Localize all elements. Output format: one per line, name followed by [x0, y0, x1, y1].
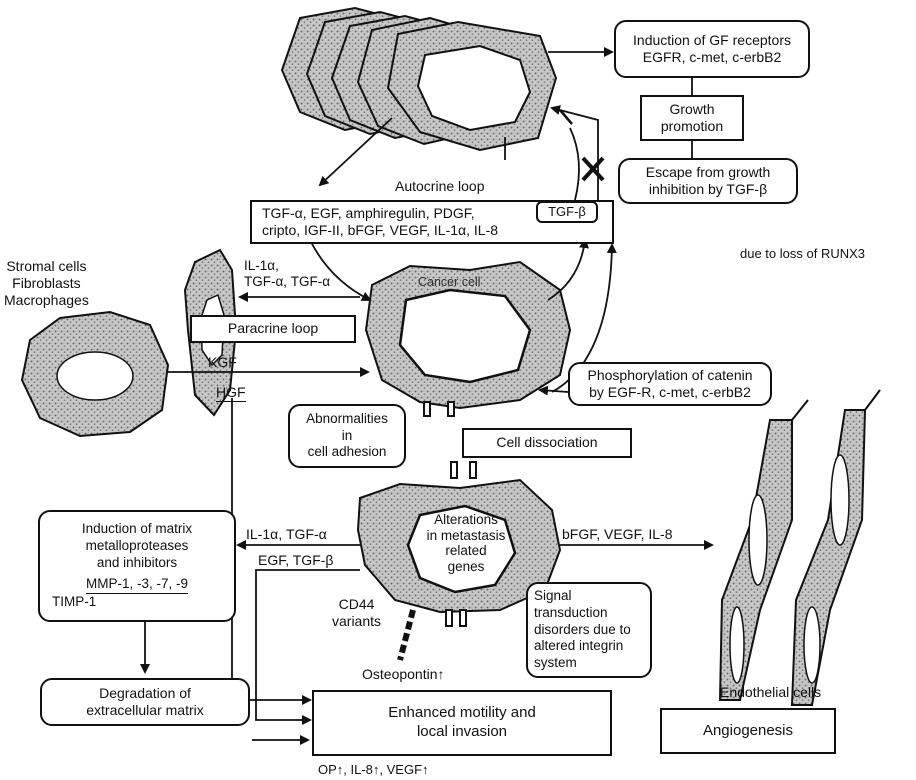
gf-receptors-line2: EGFR, c-met, c-erbB2 [643, 49, 781, 67]
endothelial-label: Endothelial cells [720, 684, 821, 701]
signal-line3: disorders due to [534, 622, 631, 639]
phospho-line1: Phosphorylation of catenin [588, 367, 753, 385]
factors-line1: TGF-α, EGF, amphiregulin, PDGF, [262, 205, 475, 223]
adhesion-abnormalities-box: Abnormalities in cell adhesion [288, 404, 406, 468]
factors-line2: cripto, IGF-II, bFGF, VEGF, IL-1α, IL-8 [262, 222, 498, 240]
paracrine-loop-box: Paracrine loop [190, 315, 356, 343]
phospho-line2: by EGF-R, c-met, c-erbB2 [589, 384, 751, 402]
right-output-label: bFGF, VEGF, IL-8 [562, 526, 672, 543]
autocrine-loop-label: Autocrine loop [395, 178, 485, 195]
dissociation-text: Cell dissociation [496, 434, 597, 452]
motility-line2: local invasion [417, 723, 507, 742]
egf-tgfb-label: EGF, TGF-β [258, 552, 333, 569]
stromal-line1: Stromal cells [4, 258, 89, 275]
meta-line1: Alterations [418, 512, 514, 528]
paracrine-factors-label: IL-1α, TGF-α, TGF-α [244, 258, 330, 290]
growth-line1: Growth [669, 101, 714, 119]
il1-line1: IL-1α, [244, 258, 330, 274]
cd44-label: CD44 variants [332, 596, 381, 630]
kgf-label: KGF [208, 354, 237, 371]
metastasis-genes-label: Alterations in metastasis related genes [418, 512, 514, 574]
meta-line4: genes [418, 559, 514, 575]
catenin-phosphorylation-box: Phosphorylation of catenin by EGF-R, c-m… [568, 362, 772, 406]
growth-line2: promotion [661, 118, 723, 136]
meta-line2: in metastasis [418, 528, 514, 544]
growth-promotion-box: Growth promotion [640, 95, 744, 141]
degradation-line2: extracellular matrix [86, 702, 203, 720]
escape-line1: Escape from growth [646, 164, 771, 182]
stromal-line2: Fibroblasts [4, 275, 89, 292]
signal-line1: Signal [534, 588, 572, 605]
osteopontin-label: Osteopontin↑ [362, 666, 445, 683]
hgf-label: HGF [216, 384, 246, 402]
motility-invasion-box: Enhanced motility and local invasion [312, 690, 612, 756]
angiogenesis-text: Angiogenesis [703, 722, 793, 741]
signal-transduction-box: Signal transduction disorders due to alt… [526, 582, 652, 678]
cancer-cell-label: Cancer cell [418, 275, 481, 290]
mmp-line3: and inhibitors [97, 555, 177, 572]
adhesion-line1: Abnormalities [306, 411, 388, 428]
degradation-line1: Degradation of [99, 685, 191, 703]
cell-dissociation-box: Cell dissociation [462, 428, 632, 458]
cd44-dashes [400, 610, 413, 660]
gf-receptors-line1: Induction of GF receptors [633, 32, 791, 50]
paracrine-text: Paracrine loop [228, 320, 318, 338]
runx3-label: due to loss of RUNX3 [740, 246, 865, 262]
cd44-line2: variants [332, 613, 381, 630]
escape-inhibition-box: Escape from growth inhibition by TGF-β [618, 158, 798, 204]
proliferating-cells [282, 8, 556, 150]
stromal-line3: Macrophages [4, 292, 89, 309]
stromal-macrophage [22, 312, 168, 436]
mmp-line5: TIMP-1 [52, 594, 96, 611]
left-output-label: IL-1α, TGF-α [246, 526, 327, 543]
mmp-line4: MMP-1, -3, -7, -9 [86, 576, 188, 594]
adhesion-line3: cell adhesion [308, 444, 387, 461]
adhesion-line2: in [342, 428, 353, 445]
tgf-beta-box: TGF-β [536, 201, 598, 223]
matrix-degradation-box: Degradation of extracellular matrix [40, 678, 250, 726]
stromal-cells-label: Stromal cells Fibroblasts Macrophages [4, 258, 89, 308]
signal-line4: altered integrin [534, 638, 623, 655]
gf-receptors-box: Induction of GF receptors EGFR, c-met, c… [614, 20, 810, 78]
signal-line2: transduction [534, 605, 608, 622]
endothelial-cells [720, 390, 880, 705]
escape-line2: inhibition by TGF-β [649, 181, 767, 199]
mmp-line1: Induction of matrix [82, 521, 192, 538]
meta-line3: related [418, 543, 514, 559]
angiogenesis-box: Angiogenesis [660, 708, 836, 754]
mmp-line2: metalloproteases [86, 538, 189, 555]
motility-line1: Enhanced motility and [388, 704, 536, 723]
blocked-cross [583, 158, 603, 180]
il1-line2: TGF-α, TGF-α [244, 274, 330, 290]
cd44-line1: CD44 [332, 596, 381, 613]
bottom-markers-label: OP↑, IL-8↑, VEGF↑ [318, 762, 429, 778]
signal-line5: system [534, 655, 577, 672]
tgf-beta-text: TGF-β [548, 204, 586, 220]
mmp-induction-box: Induction of matrix metalloproteases and… [38, 510, 236, 622]
